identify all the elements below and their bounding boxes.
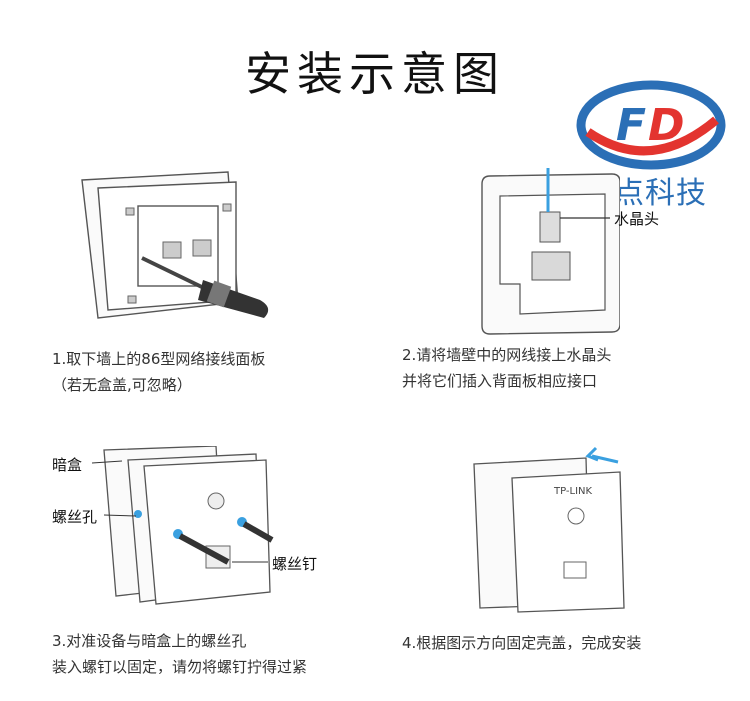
screw-hole-label: 螺丝孔 xyxy=(52,508,98,526)
svg-text:D: D xyxy=(648,100,685,151)
svg-text:F: F xyxy=(616,100,646,151)
step1-caption: 1.取下墙上的86型网络接线面板 （若无盒盖,可忽略） xyxy=(52,346,265,398)
step2-line1: 2.请将墙壁中的网线接上水晶头 xyxy=(402,346,612,364)
step2-line2: 并将它们插入背面板相应接口 xyxy=(402,372,598,390)
step3-figure xyxy=(103,446,274,605)
step4-caption: 4.根据图示方向固定壳盖，完成安装 xyxy=(402,630,641,656)
step2-figure xyxy=(481,168,620,335)
step1-line1: 1.取下墙上的86型网络接线面板 xyxy=(52,350,266,368)
step2-caption: 2.请将墙壁中的网线接上水晶头 并将它们插入背面板相应接口 xyxy=(402,342,611,394)
step4-figure xyxy=(473,446,625,613)
step4-line1: 4.根据图示方向固定壳盖，完成安装 xyxy=(402,634,642,652)
step1-figure xyxy=(81,171,269,319)
dark-box-label: 暗盒 xyxy=(52,456,83,474)
fd-logo: F D xyxy=(576,80,726,170)
step1-line2: （若无盒盖,可忽略） xyxy=(52,376,192,394)
step3-line2: 装入螺钉以固定，请勿将螺钉拧得过紧 xyxy=(52,658,308,676)
page-title: 安装示意图 xyxy=(245,47,505,101)
crystal-head-label: 水晶头 xyxy=(614,210,660,228)
step3-line1: 3.对准设备与暗盒上的螺丝孔 xyxy=(52,632,247,650)
device-brand-label: TP-LINK xyxy=(554,486,593,497)
screw-label: 螺丝钉 xyxy=(272,555,318,573)
step3-caption: 3.对准设备与暗盒上的螺丝孔 装入螺钉以固定，请勿将螺钉拧得过紧 xyxy=(52,628,307,680)
